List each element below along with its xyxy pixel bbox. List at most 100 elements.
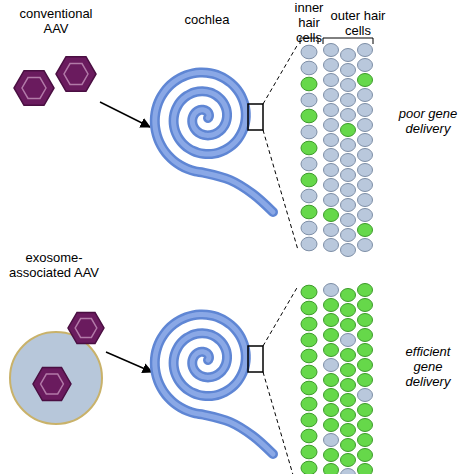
outer-hair-cell [341,229,356,242]
cochlea-highlight [155,72,273,212]
outer-hair-cell [324,164,339,177]
outer-hair-cell [324,194,339,207]
inner-hair-cell [301,157,317,171]
inner-hair-cell [301,77,317,91]
aav-particle [68,312,104,343]
outer-hair-cell [358,149,373,162]
outer-hair-cell [324,149,339,162]
zoom-box [248,104,263,130]
outer-hair-cell [358,419,373,432]
outer-hair-cell [324,179,339,192]
inner-hair-cell [301,141,317,155]
inner-hair-cell [301,109,317,123]
hair-cells [301,44,373,257]
outer-hair-cell [341,394,356,407]
outer-hair-cell [324,209,339,222]
outer-hair-cell [358,104,373,117]
zoom-line [263,286,298,346]
outer-hair-cell [341,304,356,317]
outer-hair-cell [341,154,356,167]
inner-hair-cell [301,429,317,443]
hair-cells [301,284,373,474]
outer-hair-cell [358,344,373,357]
outer-hair-cell [358,134,373,147]
outer-hair-cell [341,424,356,437]
outer-hair-cell [341,319,356,332]
aav-particle [56,57,96,92]
outer-hair-cell [324,299,339,312]
outer-hair-cell [341,49,356,62]
outer-hair-cell [324,59,339,72]
outer-hair-cell [341,139,356,152]
outer-hair-cell [324,374,339,387]
inner-hair-cell [301,61,317,75]
inner-hair-cell [301,285,317,299]
cochlea-highlight [155,314,273,454]
inner-hair-cell [301,125,317,139]
outer-hair-cell [324,44,339,57]
part-label: inner hair cells [289,0,329,45]
outer-hair-cell [324,389,339,402]
outer-hair-cell [341,439,356,452]
part-label: efficient gene delivery [392,344,464,389]
aav-particle [33,368,71,401]
outer-hair-cell [324,419,339,432]
outer-hair-cell [324,359,339,372]
arrow [106,352,152,372]
arrow [100,102,150,127]
outer-hair-cell [358,44,373,57]
part-label: cochlea [172,12,242,27]
outer-hair-cell [358,224,373,237]
outer-hair-cell [324,434,339,447]
inner-hair-cell [301,349,317,363]
outer-hair-cell [358,284,373,297]
capsid-outer [56,57,96,92]
outer-hair-cell [358,59,373,72]
outer-hair-cell [341,379,356,392]
aav-particle [14,71,54,106]
capsid-inner [22,78,46,99]
part-label: exosome-associated AAV [2,250,106,280]
outer-hair-cell [358,164,373,177]
outer-hair-cell [341,184,356,197]
capsid-outer [33,368,71,401]
inner-hair-cell [301,317,317,331]
exosome [10,332,102,424]
capsid-outer [14,71,54,106]
inner-hair-cell [301,173,317,187]
outer-hair-cell [324,74,339,87]
inner-hair-cell [301,461,317,474]
outer-hair-cell [358,374,373,387]
outer-hair-cell [324,239,339,252]
outer-hair-cell [358,464,373,474]
outer-hair-cell [358,179,373,192]
zoom-box [248,346,263,372]
outer-hair-cell [341,289,356,302]
outer-hair-cell [358,209,373,222]
outer-hair-cell [341,409,356,422]
outer-hair-cell [324,134,339,147]
outer-hair-cell [341,244,356,257]
outer-hair-cell [341,349,356,362]
cochlea-spiral [155,72,273,212]
inner-hair-cell [301,301,317,315]
outer-hair-cell [358,389,373,402]
inner-hair-cell [301,237,317,251]
inner-hair-cell [301,413,317,427]
outer-hair-cell [341,214,356,227]
outer-hair-cell [324,344,339,357]
outer-hair-cell [358,194,373,207]
outer-hair-cell [341,469,356,474]
capsid-inner [75,319,97,338]
inner-hair-cell [301,45,317,59]
outer-hair-cell [324,104,339,117]
part-label: conventional AAV [8,6,104,36]
outer-hair-cell [358,404,373,417]
inner-hair-cell [301,365,317,379]
zoom-line [263,372,298,474]
outer-hair-cell [358,119,373,132]
outer-hair-cell [324,404,339,417]
outer-hair-cell [358,74,373,87]
cochlea-spiral [155,314,273,454]
